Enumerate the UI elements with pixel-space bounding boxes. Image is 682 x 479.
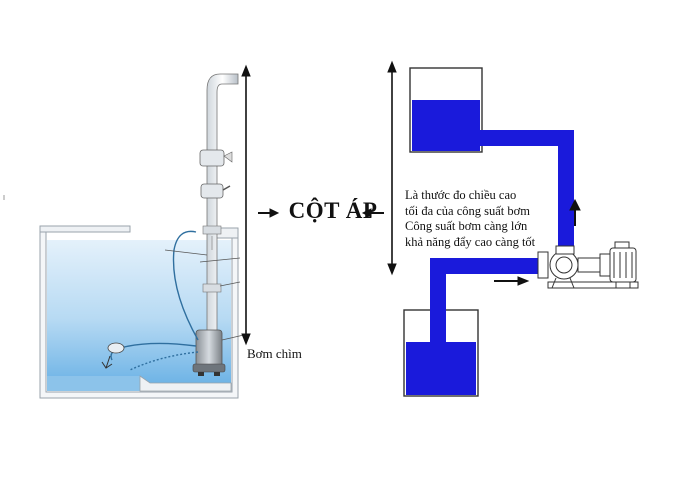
head-label: CỘT ÁP xyxy=(288,198,378,223)
check-valve-icon xyxy=(199,149,225,167)
description-line-1: Là thước đo chiều cao xyxy=(405,188,517,202)
pit-top-left xyxy=(39,225,131,233)
description-line-4: khả năng đẩy cao càng tốt xyxy=(405,234,536,249)
submersible-pump-label: Bơm chìm xyxy=(247,346,302,361)
pipe-network xyxy=(430,130,574,344)
submersible-pump-icon xyxy=(192,329,226,376)
pit-water xyxy=(47,240,231,383)
description-line-2: tối đa của công suất bơm xyxy=(405,203,530,218)
pit-water-bottom xyxy=(47,376,141,391)
valve-handle-icon xyxy=(223,151,233,163)
float-switch-icon xyxy=(101,230,249,371)
arrow-icon xyxy=(387,60,397,276)
arrow-icon xyxy=(494,198,581,286)
upper-tank xyxy=(409,67,483,153)
arrow-icon xyxy=(241,64,251,346)
discharge-pipe xyxy=(3,73,239,346)
head-description: Là thước đo chiều cao tối đa của công su… xyxy=(405,188,565,250)
gate-valve-icon xyxy=(200,183,224,199)
arrow-icon xyxy=(258,208,384,218)
centrifugal-pump-icon xyxy=(537,241,639,289)
sump-pit xyxy=(39,225,239,399)
description-line-3: Công suất bơm càng lớn xyxy=(405,219,528,233)
pit-step xyxy=(139,375,232,392)
